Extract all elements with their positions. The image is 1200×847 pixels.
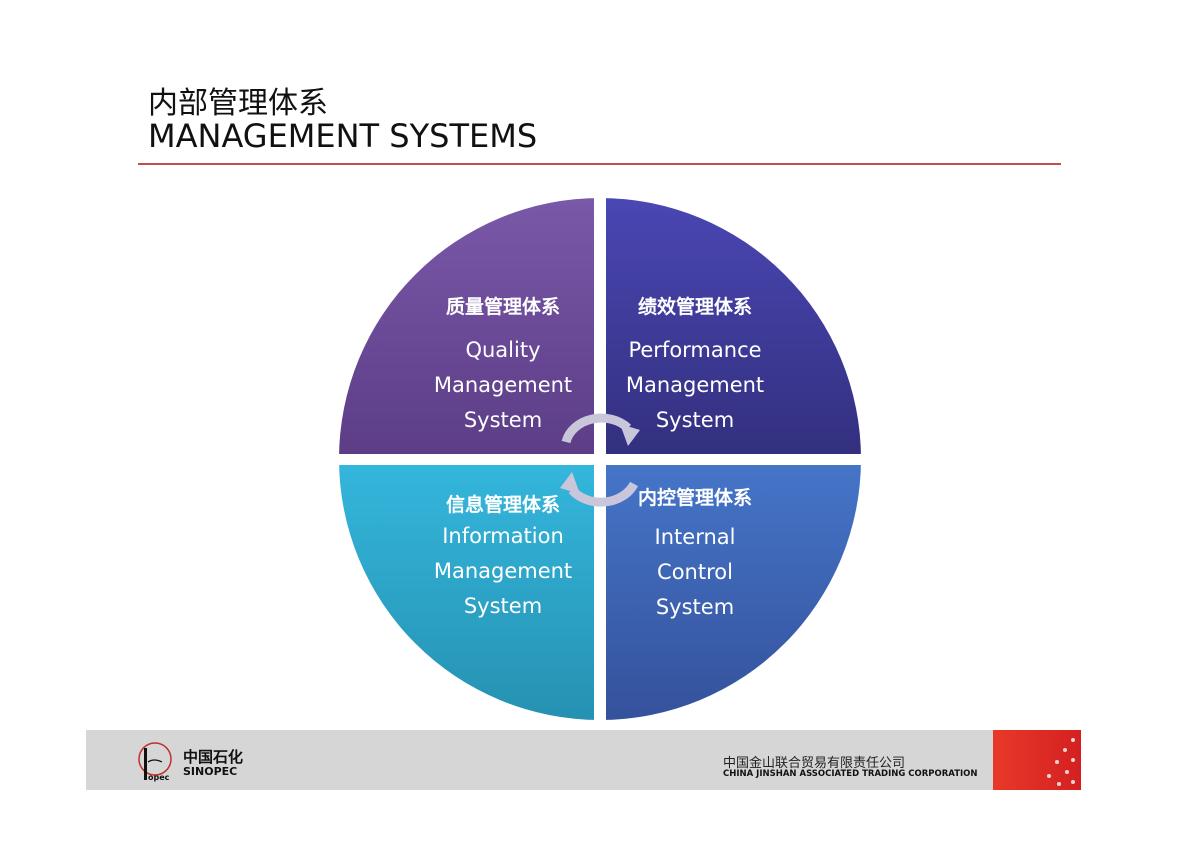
quadrant-line: Management <box>625 373 765 397</box>
quadrant-heading: 内控管理体系 <box>637 487 752 509</box>
quadrant-line: Quality <box>465 338 541 362</box>
page-title-en: MANAGEMENT SYSTEMS <box>148 117 538 155</box>
quadrant-line: System <box>463 408 543 432</box>
company-name-cn: 中国金山联合贸易有限责任公司 <box>723 756 906 771</box>
logo-text-cn: 中国石化 <box>183 748 244 766</box>
logo-text-en: SINOPEC <box>183 765 238 778</box>
quadrant-line: Internal <box>654 525 736 549</box>
quadrant-performance-text: 绩效管理体系 Performance Management System <box>605 292 785 438</box>
footer-bar: opec 中国石化 SINOPEC 中国金山联合贸易有限责任公司 CHINA J… <box>86 730 1081 790</box>
quadrant-line: Management <box>433 373 573 397</box>
decorative-red-block <box>993 730 1081 790</box>
quadrant-line: Management <box>433 559 573 583</box>
quadrant-line: Information <box>442 524 564 548</box>
quadrant-heading: 信息管理体系 <box>445 494 560 516</box>
quadrant-internal-control-text: 内控管理体系 Internal Control System <box>605 483 785 625</box>
quadrant-line: Control <box>657 560 733 584</box>
quadrant-line: System <box>463 594 543 618</box>
sinopec-logo-icon: opec <box>138 742 172 782</box>
title-divider <box>138 163 1061 165</box>
quadrant-line: System <box>655 408 735 432</box>
svg-text:opec: opec <box>148 773 170 782</box>
quadrant-line: System <box>655 595 735 619</box>
quadrant-information-text: 信息管理体系 Information Management System <box>413 490 593 624</box>
cycle-arrows-icon <box>561 413 638 507</box>
page-title-cn: 内部管理体系 <box>148 86 328 121</box>
company-name-en: CHINA JINSHAN ASSOCIATED TRADING CORPORA… <box>723 769 978 779</box>
quadrant-heading: 质量管理体系 <box>445 296 560 318</box>
quadrant-heading: 绩效管理体系 <box>637 296 752 318</box>
quadrant-line: Performance <box>628 338 762 362</box>
quadrant-quality-text: 质量管理体系 Quality Management System <box>413 292 593 438</box>
